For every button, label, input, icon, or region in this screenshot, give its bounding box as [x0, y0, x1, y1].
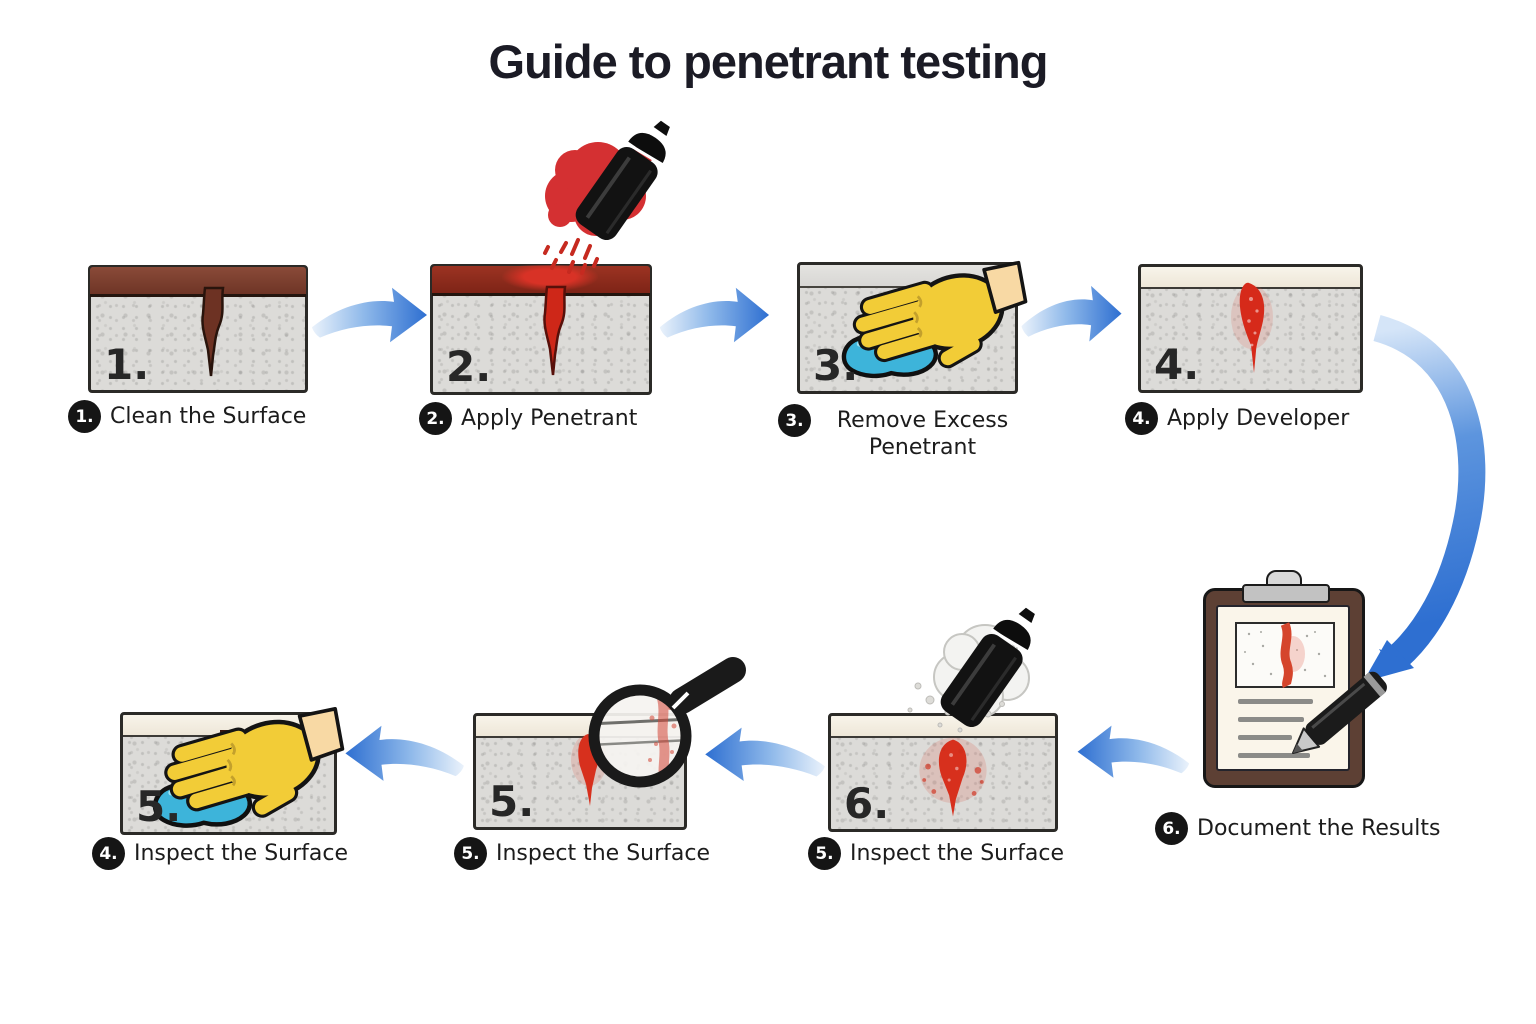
magnifier-icon — [588, 657, 746, 788]
arrow-step1-step2 — [312, 287, 427, 343]
caption-step4: 4. Apply Developer — [1125, 402, 1349, 435]
caption-step3: 3. Remove Excess Penetrant — [778, 404, 1025, 462]
indication-photo — [1235, 622, 1335, 689]
specimen-block-step3: 3. — [797, 260, 1028, 394]
arrow-step6-step7 — [345, 725, 464, 781]
red-indication-icon — [1231, 282, 1273, 373]
clipboard-icon — [1203, 570, 1365, 788]
block-number: 6. — [844, 779, 890, 828]
report-line — [1238, 735, 1292, 740]
spray-can-icon — [940, 607, 1035, 728]
step-label: Clean the Surface — [110, 404, 307, 429]
step-badge: 1. — [68, 400, 101, 433]
developer-coating-band — [831, 716, 1055, 738]
clipboard-clip — [1242, 584, 1330, 603]
caption-step6: 5. Inspect the Surface — [454, 837, 710, 870]
step-badge: 5. — [454, 837, 487, 870]
glove-wiping-icon — [841, 260, 1028, 379]
step-badge: 2. — [419, 402, 452, 435]
step-label: Remove Excess Penetrant — [836, 408, 1009, 460]
specimen-block-step7-wipe: 5. — [120, 707, 345, 835]
step-badge: 4. — [92, 837, 125, 870]
step-badge: 3. — [778, 404, 811, 437]
block-number: 3. — [813, 341, 859, 390]
step-label: Apply Penetrant — [461, 406, 638, 431]
step-label: Document the Results — [1197, 816, 1441, 841]
spray-can-icon — [575, 120, 670, 241]
caption-step1: 1. Clean the Surface — [68, 400, 306, 433]
report-line — [1238, 753, 1310, 758]
specimen-block-step4: 4. — [1138, 264, 1363, 393]
step-badge: 4. — [1125, 402, 1158, 435]
step-label: Inspect the Surface — [496, 841, 711, 866]
caption-document: 6. Document the Results — [1155, 812, 1441, 845]
step-label: Inspect the Surface — [134, 841, 349, 866]
block-number: 5. — [489, 777, 535, 826]
block-number: 4. — [1154, 340, 1200, 389]
arrow-step3-step4 — [1021, 285, 1122, 342]
pen-icon — [1292, 671, 1387, 754]
arrow-step4-document — [1363, 314, 1486, 682]
step-badge: 5. — [808, 837, 841, 870]
glove-wiping-icon — [152, 707, 345, 828]
specimen-block-step1: 1. — [88, 265, 308, 393]
page-title: Guide to penetrant testing — [488, 35, 1049, 88]
step-label: Inspect the Surface — [850, 841, 1065, 866]
caption-step5: 5. Inspect the Surface — [808, 837, 1064, 870]
block-number: 1. — [104, 340, 150, 389]
block-number: 2. — [446, 342, 492, 391]
red-indication-icon — [919, 737, 987, 817]
crack-icon — [201, 286, 225, 377]
step-badge: 6. — [1155, 812, 1188, 845]
penetrant-droplets — [543, 238, 599, 275]
report-line — [1238, 699, 1313, 704]
red-spray-assembly — [543, 120, 670, 275]
step-label: Apply Developer — [1167, 406, 1350, 431]
specimen-block-step5-spray: 6. — [828, 713, 1058, 832]
specimen-block-step2: 2. — [430, 264, 652, 395]
photo-crack-image — [1244, 622, 1327, 689]
penetrant-filled-crack-icon — [543, 285, 567, 376]
arrow-step2-step3 — [659, 287, 770, 343]
report-line — [1238, 717, 1304, 722]
dirty-surface-layer — [90, 267, 306, 297]
magnifier-handle — [669, 657, 746, 714]
white-spray-assembly — [907, 607, 1035, 733]
caption-step7: 4. Inspect the Surface — [92, 837, 348, 870]
glove-cuff — [982, 260, 1028, 314]
block-number: 5. — [136, 782, 182, 831]
glove-cuff — [297, 707, 345, 762]
clipboard-paper — [1216, 605, 1350, 771]
caption-step2: 2. Apply Penetrant — [419, 402, 637, 435]
